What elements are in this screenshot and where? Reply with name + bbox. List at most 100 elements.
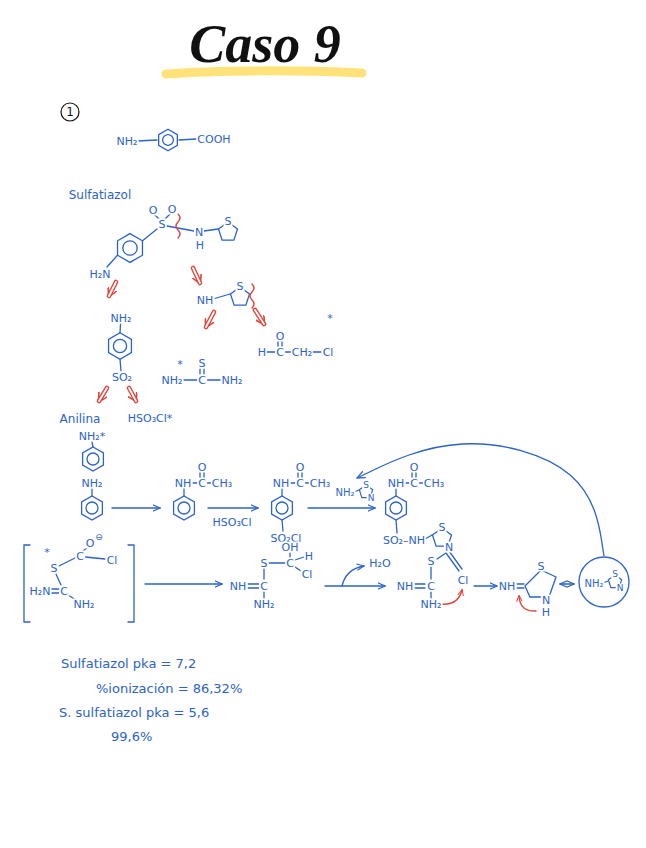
bond — [414, 587, 425, 588]
synthon-mark: * — [43, 547, 51, 558]
atom-label: S — [158, 219, 167, 230]
atom-label: NH — [498, 581, 517, 592]
highlight-circle — [579, 557, 629, 607]
benzene-ring — [118, 234, 143, 263]
retro-arrow — [129, 388, 136, 401]
bond — [247, 587, 259, 588]
bond — [119, 324, 121, 333]
atom-label: S — [260, 558, 269, 569]
retro-arrow-gap — [206, 312, 214, 327]
page-title: Caso 9 — [189, 17, 341, 71]
atom-label: C — [409, 478, 419, 489]
bond — [51, 588, 59, 589]
atom-label: O — [409, 462, 420, 473]
note-text: Sulfatiazol pka = 7,2 — [60, 657, 197, 670]
atom-label: NH₂ — [116, 136, 139, 147]
benzene-ring — [159, 129, 178, 151]
bond — [107, 255, 118, 267]
retro-arrow — [255, 310, 264, 324]
atom-label: NH₂* — [78, 431, 106, 442]
bracket — [128, 545, 134, 622]
atom-label: NH₂ — [253, 599, 276, 610]
bond — [120, 359, 121, 371]
compound-name: Anilina — [59, 413, 102, 425]
title-highlight — [166, 71, 362, 74]
atom-label: NH₂ — [161, 375, 184, 386]
atom-label: SO₂–NH — [382, 535, 426, 546]
bond — [263, 592, 264, 598]
retro-arrow-gap — [129, 388, 136, 401]
atom-label: N — [616, 584, 625, 593]
atom-label: CH₃ — [309, 478, 331, 489]
bond — [516, 587, 524, 588]
atom-label: O — [295, 462, 306, 473]
reaction-arrow — [474, 585, 497, 586]
benzene-ring — [174, 496, 195, 520]
bond — [425, 535, 432, 539]
bond — [179, 139, 196, 140]
reagent-label: H₂O — [368, 558, 391, 569]
atom-label: C — [275, 347, 285, 358]
atom-label: Cl — [457, 575, 470, 586]
atom-label: NH — [396, 581, 415, 592]
reaction-arrow — [208, 507, 258, 508]
charge-sign: ⊖ — [94, 533, 104, 542]
bond — [396, 520, 397, 533]
bond — [59, 558, 75, 566]
bond — [269, 562, 285, 563]
atom-label: N — [541, 595, 551, 606]
bond — [204, 229, 218, 231]
retro-arrow — [99, 388, 107, 401]
atom-label: C — [259, 581, 269, 592]
bond — [395, 489, 396, 496]
atom-label: CH₃ — [211, 478, 233, 489]
atom-label: NH — [387, 478, 406, 489]
bond — [183, 489, 184, 496]
retro-arrow — [109, 282, 116, 296]
benzene-ring — [83, 447, 104, 471]
atom-label: C — [285, 558, 295, 569]
retro-arrow-gap — [109, 282, 116, 296]
bond — [282, 520, 283, 531]
retro-arrow-gap — [193, 268, 200, 283]
bond — [313, 351, 321, 352]
atom-label: S — [236, 281, 245, 292]
atom-label: NH₂ — [110, 313, 133, 324]
atom-label: C — [426, 581, 436, 592]
atom-label: NH₂ — [221, 375, 244, 386]
atom-label: SO₂ — [111, 372, 133, 383]
note-text: S. sulfatiazol pka = 5,6 — [58, 706, 210, 719]
atom-label: S — [50, 563, 59, 574]
reagent-label: HSO₃Cl — [211, 517, 252, 528]
atom-label: H₂N — [29, 586, 52, 597]
bond — [213, 294, 230, 299]
atom-label: Cl — [106, 555, 119, 566]
reaction-arrow — [145, 583, 222, 584]
callout-circle — [61, 103, 79, 121]
benzene-ring — [82, 496, 103, 520]
bond — [437, 553, 446, 559]
atom-label: N — [367, 494, 376, 503]
retro-arrow — [206, 312, 214, 327]
atom-label: Cl — [301, 569, 314, 580]
benzene-ring — [386, 496, 407, 520]
atom-label: H₂N — [89, 269, 112, 280]
atom-label: C — [295, 478, 305, 489]
atom-label: S — [611, 570, 619, 579]
atom-label: S — [438, 522, 447, 533]
callout-number: 1 — [65, 106, 75, 118]
atom-label: NH₂ — [73, 599, 96, 610]
atom-label: NH₂ — [583, 579, 604, 589]
atom-label: S — [537, 561, 546, 572]
retro-arrow-gap — [99, 388, 107, 401]
atom-label: S — [224, 216, 233, 227]
compound-name: Sulfatiazol — [68, 189, 133, 201]
atom-label: N — [444, 542, 454, 553]
bond — [414, 583, 425, 584]
atom-label: NH₂ — [420, 599, 443, 610]
bond — [137, 140, 157, 141]
reaction-arrow — [308, 507, 375, 508]
atom-label: NH — [229, 581, 248, 592]
aminothiazole-circle: NH₂ SN — [578, 556, 630, 608]
